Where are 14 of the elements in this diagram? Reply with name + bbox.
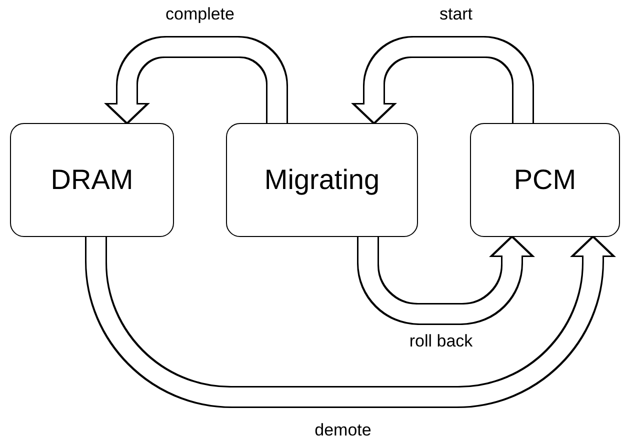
state-box bbox=[470, 123, 620, 237]
state-label: DRAM bbox=[50, 166, 134, 194]
state-label: Migrating bbox=[264, 166, 380, 194]
edge-label: complete bbox=[166, 6, 234, 22]
state-box bbox=[226, 123, 418, 237]
state-label: PCM bbox=[514, 166, 576, 194]
state-box bbox=[10, 123, 174, 237]
block-arrow bbox=[357, 234, 535, 325]
edge-label: demote bbox=[314, 422, 372, 438]
block-arrow bbox=[351, 36, 534, 126]
block-arrow bbox=[85, 234, 616, 408]
edge-label: roll back bbox=[409, 332, 473, 350]
block-arrow bbox=[104, 36, 288, 126]
edge-label: start bbox=[439, 6, 473, 22]
